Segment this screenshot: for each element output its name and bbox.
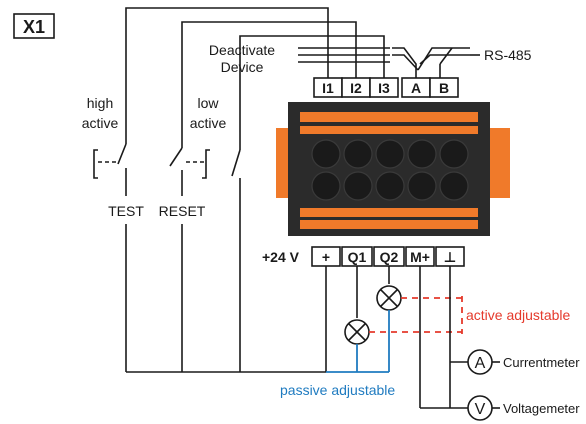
terminal-i3 xyxy=(369,77,399,98)
voltagemeter-label: Voltagemeter xyxy=(503,401,580,416)
meter-a-label: A xyxy=(475,355,486,372)
connector-hole xyxy=(343,139,373,169)
rs485-a-line-2 xyxy=(392,54,419,71)
rs485-bus-2 xyxy=(419,54,470,65)
terminal-m-plus-label: M+ xyxy=(410,249,430,265)
wire-i3 xyxy=(239,35,385,132)
reset-switch xyxy=(169,132,210,196)
connector-hole xyxy=(375,139,405,169)
connector-hole xyxy=(311,171,341,201)
terminal-plus-label: + xyxy=(322,249,330,265)
connector-hole xyxy=(343,171,373,201)
deactivate-label-2: Device xyxy=(221,59,264,75)
connector-hole xyxy=(407,171,437,201)
connector-hole xyxy=(407,139,437,169)
connector-top-strip-2 xyxy=(300,126,478,134)
connector-hole xyxy=(311,139,341,169)
rs485-a-line-1 xyxy=(392,47,417,78)
low-label-2: active xyxy=(190,115,227,131)
terminal-a-label: A xyxy=(411,80,421,96)
test-switch xyxy=(93,120,127,196)
deactivate-label-1: Deactivate xyxy=(209,42,275,58)
high-label-1: high xyxy=(87,95,113,111)
terminal-ground-label: ⊥ xyxy=(444,249,457,265)
voltagemeter: V xyxy=(467,395,493,421)
terminal-b-label: B xyxy=(439,80,449,96)
supply-label: +24 V xyxy=(262,249,300,265)
terminal-b xyxy=(429,77,459,98)
x1-title: X1 xyxy=(23,17,45,37)
meter-v-label: V xyxy=(475,401,486,418)
active-adjustable-label: active adjustable xyxy=(466,307,571,323)
connector-hole xyxy=(439,171,469,201)
lamp-q2 xyxy=(376,285,402,311)
connector-hole xyxy=(439,139,469,169)
reset-label: RESET xyxy=(159,203,206,219)
third-switch xyxy=(231,132,241,372)
currentmeter: A xyxy=(467,349,493,375)
terminal-i2-label: I2 xyxy=(350,80,362,96)
connector-bottom-strip-2 xyxy=(300,220,478,229)
rs485-label: RS-485 xyxy=(484,47,532,63)
high-label-2: active xyxy=(82,115,119,131)
bottom-terminals: + Q1 Q2 M+ ⊥ xyxy=(311,246,465,267)
wire-i1 xyxy=(125,7,329,120)
connector-block xyxy=(276,102,510,236)
terminal-q1-label: Q1 xyxy=(348,249,367,265)
terminal-i1-label: I1 xyxy=(322,80,334,96)
terminal-q2-label: Q2 xyxy=(380,249,399,265)
top-terminals: I1 I2 I3 A B xyxy=(313,77,459,98)
x1-label-box xyxy=(13,13,55,39)
connector-bottom-strip xyxy=(300,208,478,217)
wire-i2 xyxy=(181,21,357,132)
connector-top-strip xyxy=(300,112,478,122)
low-label-1: low xyxy=(197,95,219,111)
terminal-i3-label: I3 xyxy=(378,80,390,96)
lamp-q1 xyxy=(344,319,370,345)
test-label: TEST xyxy=(108,203,144,219)
rs485-b-join xyxy=(439,47,453,65)
currentmeter-label: Currentmeter xyxy=(503,355,580,370)
connector-hole xyxy=(375,171,405,201)
passive-adjustable-label: passive adjustable xyxy=(280,382,395,398)
